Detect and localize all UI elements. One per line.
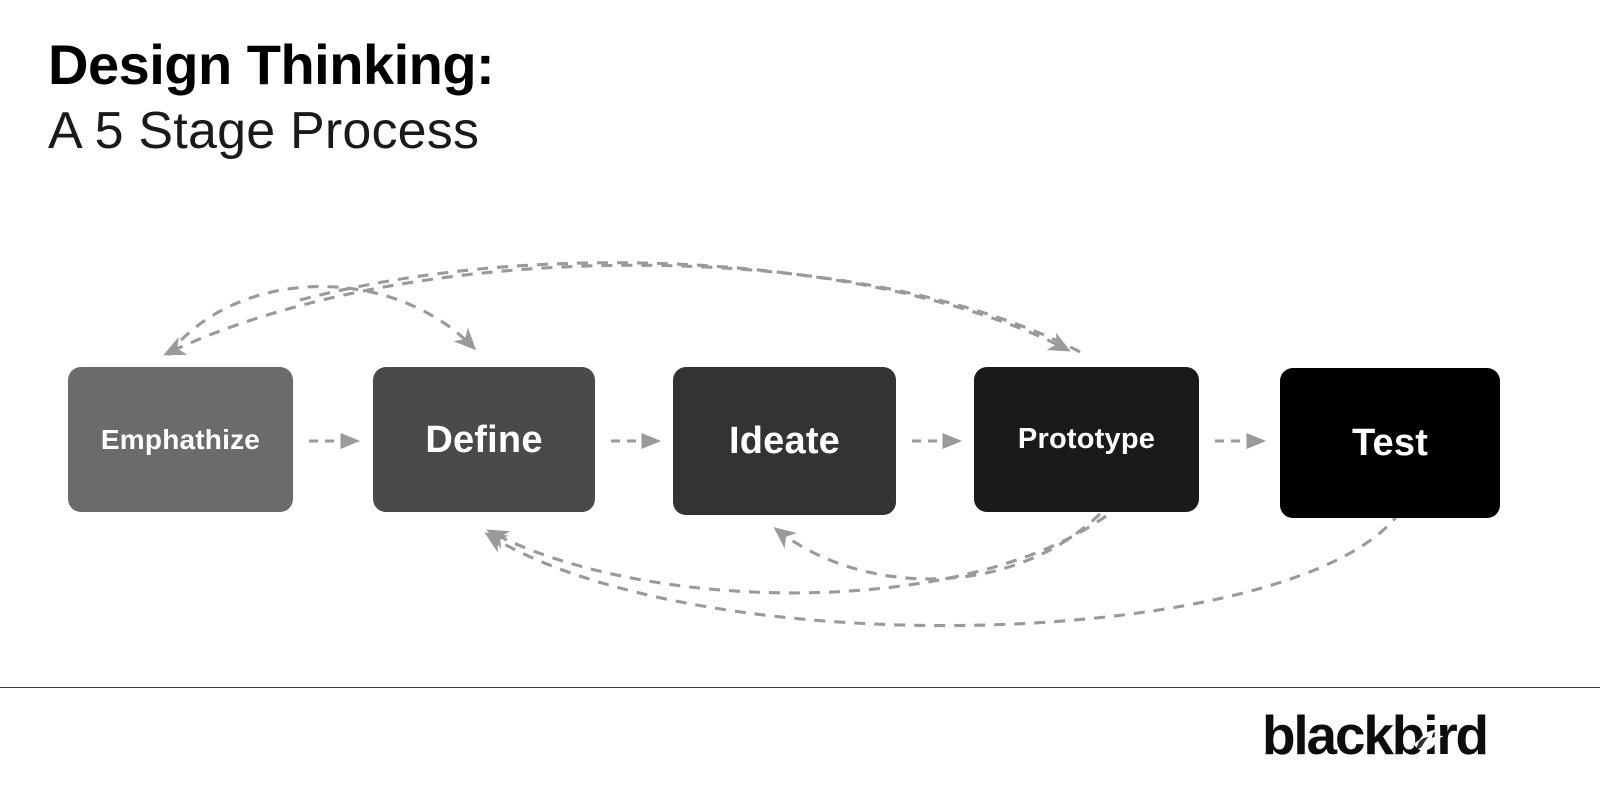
stage-box-define[interactable]: Define [373, 367, 595, 512]
stage-label-ideate: Ideate [728, 420, 841, 462]
title-subtitle: A 5 Stage Process [48, 101, 480, 160]
stage-label-prototype: Prototype [1017, 423, 1156, 455]
footer-divider [0, 687, 1600, 688]
logo-wordmark: blackbird [1262, 706, 1487, 766]
stage-label-emphathize: Emphathize [100, 423, 261, 455]
stage-label-define: Define [425, 418, 543, 461]
page-title: Design Thinking: A 5 Stage Process [48, 33, 948, 162]
title-main: Design Thinking: [48, 33, 495, 96]
stage-box-emphathize[interactable]: Emphathize [68, 367, 293, 512]
stage-label-test: Test [1351, 422, 1429, 464]
stage-box-test[interactable]: Test [1280, 368, 1500, 518]
stage-box-ideate[interactable]: Ideate [673, 367, 896, 515]
process-stage-row: Emphathize Define Ideate Prototype Test [68, 367, 1500, 518]
bird-icon [1414, 729, 1444, 751]
stage-box-prototype[interactable]: Prototype [974, 367, 1199, 512]
blackbird-logo: blackbird [1262, 706, 1489, 766]
